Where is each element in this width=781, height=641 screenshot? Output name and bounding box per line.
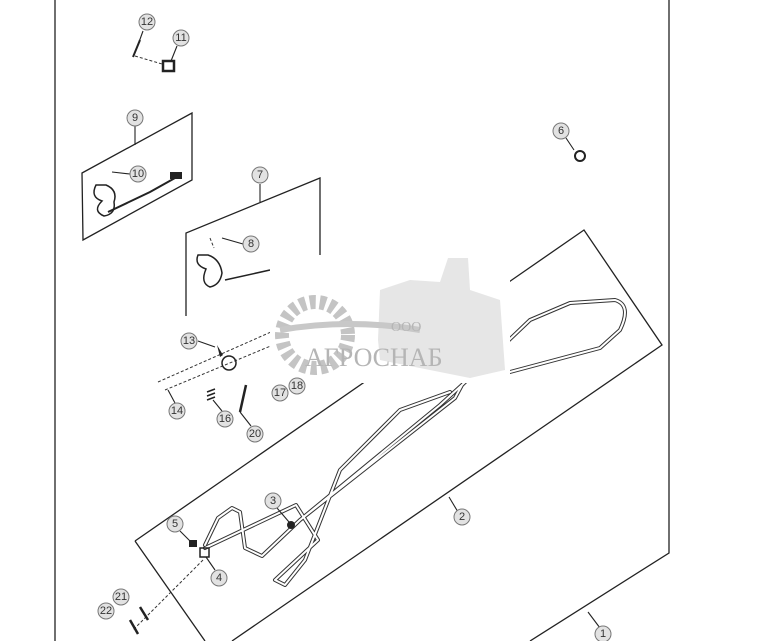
clamp-3: [287, 521, 295, 529]
callout-20: 20: [246, 425, 264, 443]
callout-21: 21: [112, 588, 130, 606]
callout-3: 3: [264, 492, 282, 510]
callout-4: 4: [210, 569, 228, 587]
svg-text:1: 1: [600, 628, 606, 640]
callout-13: 13: [180, 332, 198, 350]
parts-13-20: [157, 327, 286, 427]
panel-9: [81, 111, 193, 242]
part-6: [565, 137, 586, 162]
svg-text:9: 9: [132, 112, 138, 124]
bracket-11: [161, 59, 176, 73]
parts-11-12: [132, 30, 178, 73]
callout-18: 18: [288, 377, 306, 395]
panel-2: [134, 229, 663, 641]
svg-text:10: 10: [132, 168, 144, 180]
callout-11: 11: [172, 29, 190, 47]
joystick-7: [196, 254, 223, 288]
callout-5: 5: [166, 515, 184, 533]
callout-9: 9: [126, 109, 144, 127]
svg-text:13: 13: [183, 335, 195, 347]
svg-text:16: 16: [219, 413, 231, 425]
svg-text:20: 20: [249, 428, 261, 440]
bolt-21: [138, 606, 150, 621]
watermark-logo: ООО АГРОСНАБ: [270, 255, 510, 383]
panel-7: [185, 177, 321, 316]
joystick-9: [93, 184, 116, 217]
svg-text:8: 8: [248, 238, 254, 250]
callout-7: 7: [251, 166, 269, 184]
fitting-4: [199, 547, 210, 558]
panel-1: [54, 0, 670, 641]
bolt-22: [128, 619, 140, 635]
callout-16: 16: [216, 410, 234, 428]
watermark-name: АГРОСНАБ: [305, 343, 443, 372]
svg-text:2: 2: [459, 511, 465, 523]
svg-text:21: 21: [115, 591, 127, 603]
svg-text:7: 7: [257, 169, 263, 181]
svg-text:4: 4: [216, 572, 222, 584]
svg-text:17: 17: [274, 387, 286, 399]
svg-text:14: 14: [171, 405, 183, 417]
svg-text:11: 11: [175, 32, 186, 44]
svg-text:5: 5: [172, 518, 178, 530]
fitting-5: [189, 540, 197, 547]
callout-22: 22: [97, 602, 115, 620]
svg-text:18: 18: [291, 380, 303, 392]
callout-1: 1: [594, 625, 612, 641]
svg-text:3: 3: [270, 495, 276, 507]
callout-6: 6: [552, 122, 570, 140]
svg-text:22: 22: [100, 605, 112, 617]
callout-8: 8: [242, 235, 260, 253]
callout-12: 12: [138, 13, 156, 31]
callout-2: 2: [453, 508, 471, 526]
svg-text:6: 6: [558, 125, 564, 137]
callout-14: 14: [168, 402, 186, 420]
callout-10: 10: [129, 165, 147, 183]
hose-tube: [128, 298, 627, 635]
callout-17: 17: [271, 384, 289, 402]
watermark-prefix: ООО: [391, 320, 421, 335]
svg-text:12: 12: [141, 16, 153, 28]
